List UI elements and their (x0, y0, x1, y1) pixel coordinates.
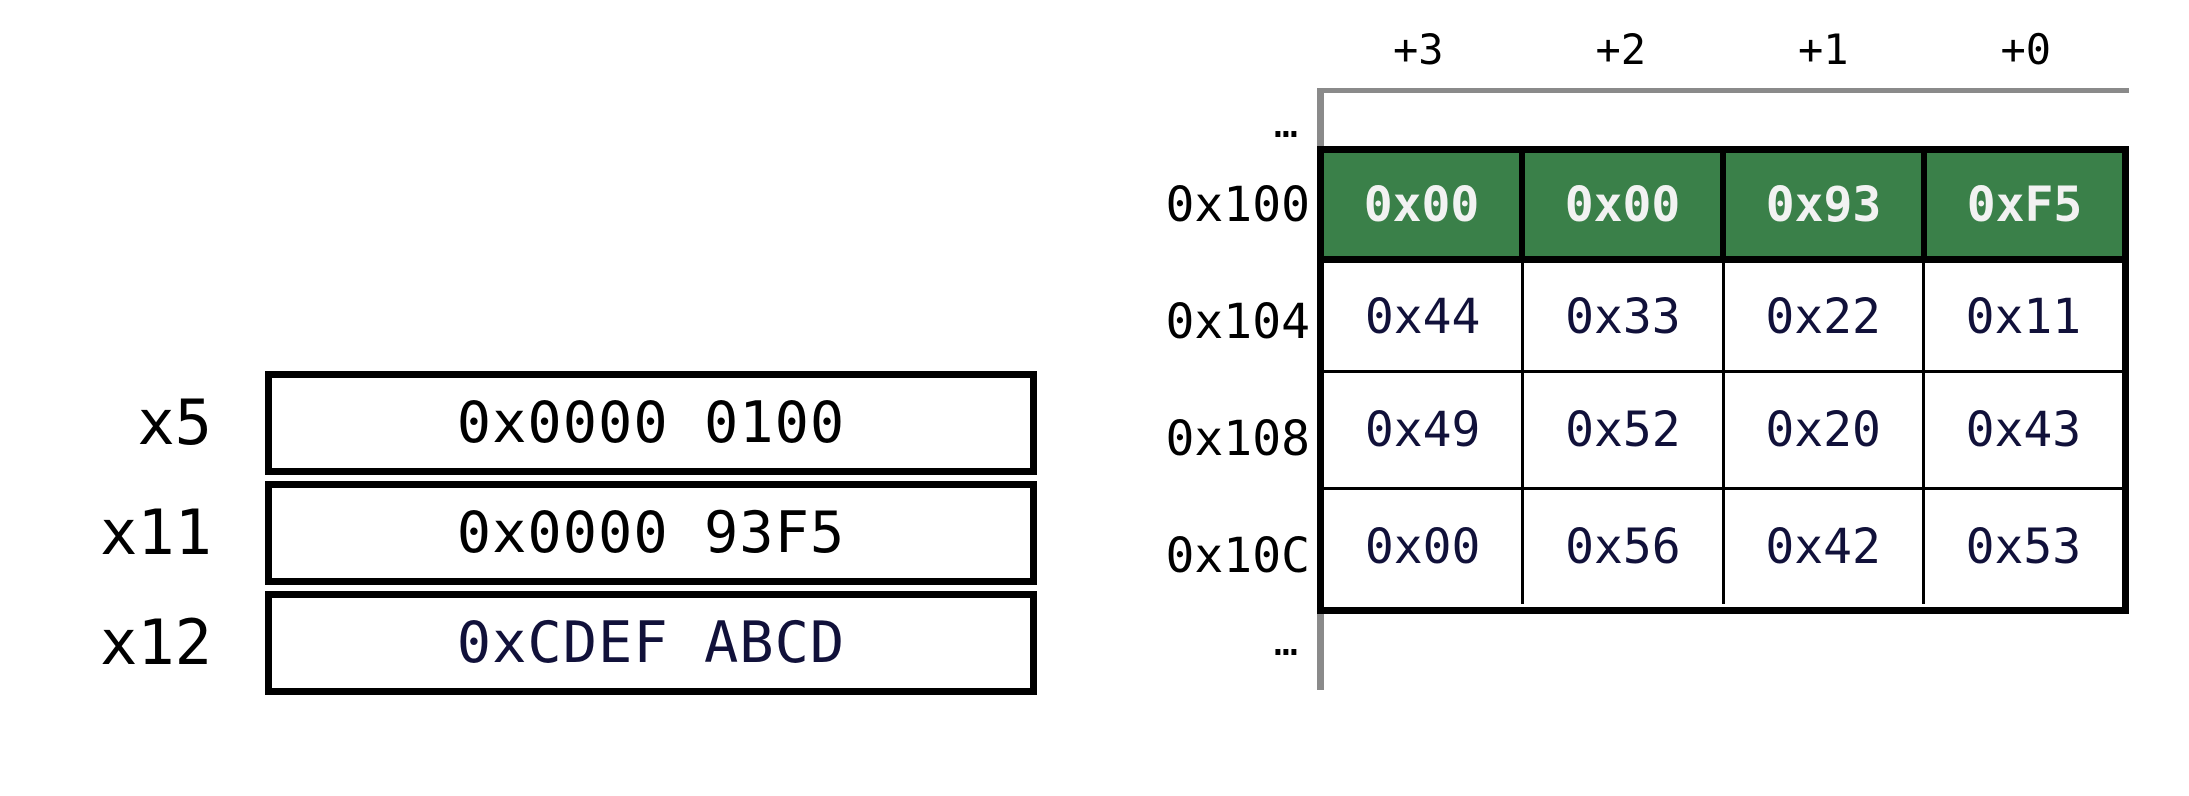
memory-cell-0x10A: 0x52 (1521, 373, 1722, 487)
register-row-x5: x5 0x0000 0100 (0, 368, 1060, 478)
memory-cell-0x10C: 0x53 (1921, 490, 2122, 604)
memory-ellipsis-bottom: … (1273, 619, 1298, 665)
memory-address-0x10C: 0x10C (1165, 527, 1311, 584)
memory-spine-top (1317, 88, 1324, 146)
memory-cell-0x100: 0xF5 (1921, 153, 2122, 256)
memory-row-0x100: 0x00 0x00 0x93 0xF5 (1324, 153, 2122, 256)
byte-offset-header-plus0: +0 (2000, 25, 2052, 74)
register-label-x5: x5 (137, 386, 212, 459)
memory-cell-0x10B: 0x49 (1324, 373, 1522, 487)
memory-cell-0x108: 0x43 (1921, 373, 2122, 487)
memory-cell-0x10F: 0x00 (1324, 490, 1522, 604)
memory-cell-0x104: 0x11 (1921, 263, 2122, 370)
register-value-x11: 0x0000 93F5 (456, 499, 846, 566)
memory-address-0x108: 0x108 (1165, 410, 1311, 467)
memory-row-0x10C: 0x00 0x56 0x42 0x53 (1324, 487, 2122, 604)
memory-cell-0x10D: 0x42 (1721, 490, 1922, 604)
memory-row-0x104: 0x44 0x33 0x22 0x11 (1324, 256, 2122, 370)
register-box-x5: 0x0000 0100 (265, 371, 1037, 475)
register-row-x11: x11 0x0000 93F5 (0, 478, 1060, 588)
memory-address-0x104: 0x104 (1165, 293, 1311, 350)
register-row-x12: x12 0xCDEF ABCD (0, 588, 1060, 698)
memory-row-0x108: 0x49 0x52 0x20 0x43 (1324, 370, 2122, 487)
memory-address-column: 0x100 0x104 0x108 0x10C (1120, 146, 1311, 614)
byte-offset-header-plus3: +3 (1392, 25, 1444, 74)
byte-offset-header-plus2: +2 (1595, 25, 1647, 74)
memory-cell-0x101: 0x93 (1720, 153, 1921, 256)
memory-cell-0x103: 0x00 (1324, 153, 1519, 256)
memory-grid: 0x00 0x00 0x93 0xF5 0x44 0x33 0x22 0x11 … (1317, 146, 2129, 614)
register-label-x12: x12 (100, 606, 212, 679)
register-value-x12: 0xCDEF ABCD (456, 609, 846, 676)
memory-cell-0x102: 0x00 (1519, 153, 1720, 256)
byte-offset-header-plus1: +1 (1797, 25, 1849, 74)
memory-address-0x100: 0x100 (1165, 176, 1311, 233)
register-box-x12: 0xCDEF ABCD (265, 591, 1037, 695)
memory-cell-0x106: 0x33 (1521, 263, 1722, 370)
memory-view: +3 +2 +1 +0 … … 0x100 0x104 0x108 0x10C … (1120, 0, 2189, 796)
memory-cell-0x10E: 0x56 (1521, 490, 1722, 604)
memory-ellipsis-top: … (1273, 101, 1298, 147)
memory-cell-0x109: 0x20 (1721, 373, 1922, 487)
memory-cell-0x107: 0x44 (1324, 263, 1522, 370)
memory-top-rule (1317, 88, 2129, 93)
memory-spine-bottom (1317, 614, 1324, 690)
memory-byte-offset-headers: +3 +2 +1 +0 (1317, 22, 2127, 78)
register-file: x5 0x0000 0100 x11 0x0000 93F5 x12 0xCDE… (0, 368, 1060, 748)
register-value-x5: 0x0000 0100 (456, 389, 846, 456)
register-label-x11: x11 (100, 496, 212, 569)
register-box-x11: 0x0000 93F5 (265, 481, 1037, 585)
memory-cell-0x105: 0x22 (1721, 263, 1922, 370)
